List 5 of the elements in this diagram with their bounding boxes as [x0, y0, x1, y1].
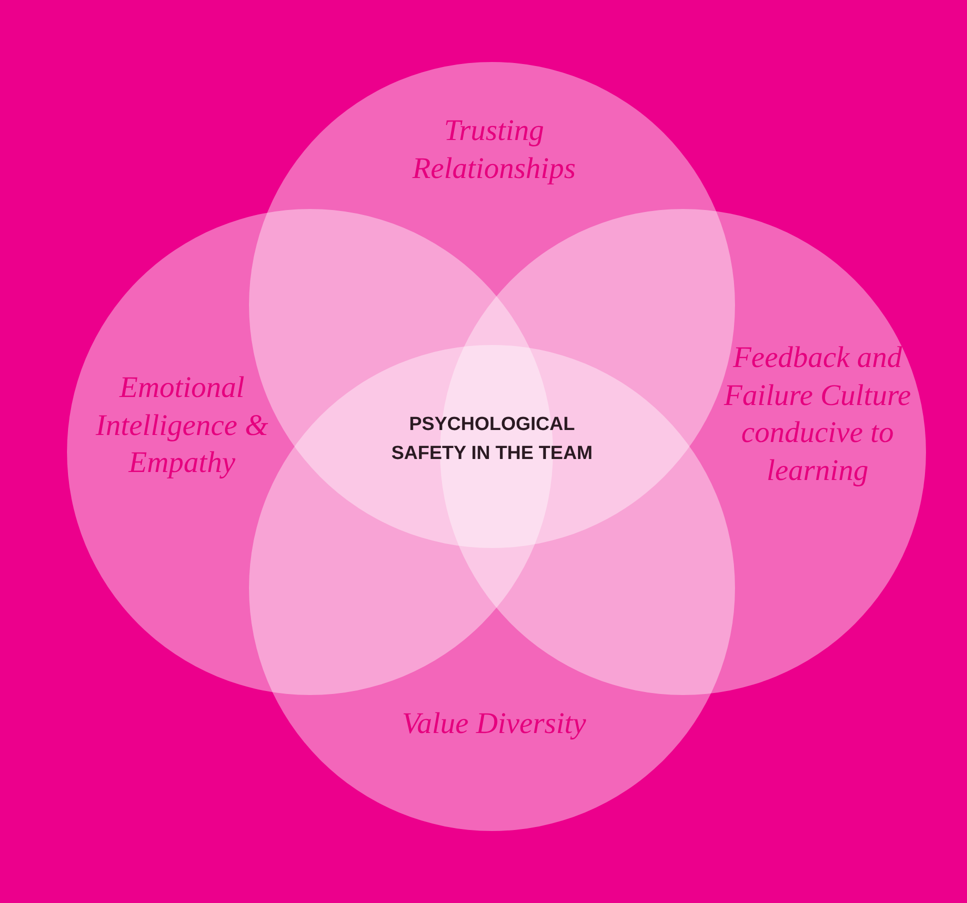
circle-label: Value Diversity: [400, 706, 588, 742]
center-title: PSYCHOLOGICAL SAFETY IN THE TEAM: [390, 413, 594, 466]
circle-label: Trusting Relationships: [411, 113, 577, 186]
circle-label: Feedback and Failure Culture conducive to learning: [722, 340, 912, 488]
circle-label: Emotional Intelligence & Empathy: [94, 370, 270, 481]
